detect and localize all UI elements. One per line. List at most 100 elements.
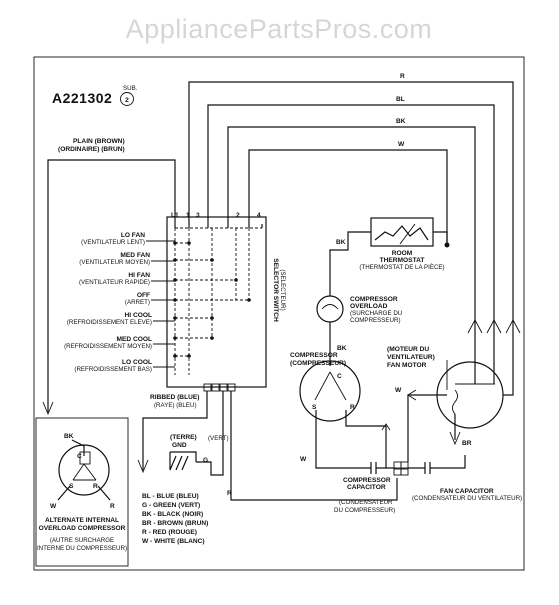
- ground-wire-g-fr: (VERT): [208, 435, 229, 442]
- fan-motor-label: FAN MOTOR: [387, 362, 427, 369]
- thermostat-contact: [374, 225, 429, 241]
- sub-label: SUB.: [123, 85, 138, 92]
- wire-label-bk: BK: [396, 118, 406, 125]
- alt-overload-caption-fr: INTERNE DU COMPRESSEUR): [37, 545, 127, 552]
- compressor-label: COMPRESSOR: [290, 352, 338, 359]
- compressor-terminal-s: S: [312, 404, 317, 411]
- legend-item: BR - BROWN (BRUN): [142, 520, 208, 527]
- wire-bl-top: [207, 104, 495, 325]
- arrow-down-icon: [449, 431, 461, 446]
- wire-label-w: W: [398, 141, 405, 148]
- pos-lo-cool-fr: (REFROIDISSEMENT BAS): [74, 366, 152, 373]
- switch-contacts: [174, 227, 262, 375]
- legend-item: W - WHITE (BLANC): [142, 538, 205, 545]
- wire-ribbed: [142, 391, 208, 470]
- arrow-icon: [381, 423, 391, 431]
- wire-r-bottom: [230, 391, 398, 501]
- part-number: A221302: [52, 90, 112, 106]
- compressor-terminal-r: R: [350, 404, 355, 411]
- arrow-up-icon: [467, 319, 521, 334]
- terminal-label: 1: [186, 212, 190, 219]
- compressor-circle: [299, 360, 361, 422]
- legend-item: BK - BLACK (NOIR): [142, 511, 203, 518]
- ground-symbol: [169, 451, 197, 471]
- legend-item: G - GREEN (VERT): [142, 502, 200, 509]
- selector-switch-label: SELECTOR SWITCH: [272, 258, 279, 322]
- wire-label-r: R: [400, 73, 405, 80]
- fan-motor-leads: [474, 325, 514, 396]
- pos-lo-fan: LO FAN: [121, 232, 145, 239]
- fan-cap-label-fr: (CONDENSATEUR DU VENTILATEUR): [412, 495, 522, 502]
- alt-overload-element: [79, 451, 91, 465]
- compressor-terminal-c: C: [337, 373, 342, 380]
- switch-dots: [173, 241, 251, 358]
- legend-item: R - RED (ROUGE): [142, 529, 197, 536]
- pos-med-cool-fr: (REFROIDISSEMENT MOYEN): [64, 343, 152, 350]
- bk-thermostat-label: BK: [336, 239, 346, 246]
- alt-r-label: R: [110, 503, 115, 510]
- alt-leads: [57, 485, 111, 501]
- pos-hi-fan: HI FAN: [128, 272, 150, 279]
- wire-r-bottom-label: R: [227, 490, 232, 497]
- thermostat-label: THERMOSTAT: [380, 257, 425, 264]
- arrow-down-icon: [137, 459, 149, 474]
- terminal-label: 3: [196, 212, 200, 219]
- overload-element: [321, 304, 339, 310]
- fan-cap-label: FAN CAPACITOR: [440, 488, 494, 495]
- ground-wire-g: G: [203, 457, 208, 464]
- wire-thermostat-w: [433, 231, 448, 245]
- comp-cap-label-fr: (CONDENSATEUR: [339, 499, 393, 506]
- ground-label: GND: [172, 442, 187, 449]
- legend-item: BL - BLUE (BLEU): [142, 493, 199, 500]
- wire-label-bl: BL: [396, 96, 405, 103]
- pos-med-fan: MED FAN: [120, 252, 150, 259]
- fan-motor-windings: [446, 360, 495, 390]
- compressor-w-label: W: [300, 456, 307, 463]
- alt-bk-label: BK: [64, 433, 74, 440]
- br-label: BR: [462, 440, 472, 447]
- capacitor-junction: [393, 461, 409, 476]
- overload-label: COMPRESSOR: [350, 296, 398, 303]
- diagram-border: [33, 56, 525, 571]
- thermostat-terminal: [444, 242, 450, 248]
- pos-off: OFF: [137, 292, 150, 299]
- fan-motor-coil: [452, 389, 458, 415]
- pos-med-fan-fr: (VENTILATEUR MOYEN): [79, 259, 150, 266]
- selector-switch-label-fr: (SELECTEUR): [279, 269, 286, 310]
- wire-color-legend: BL - BLUE (BLEU) G - GREEN (VERT) BK - B…: [142, 493, 208, 545]
- pos-lo-cool: LO COOL: [122, 359, 152, 366]
- wire-ground: [196, 391, 224, 476]
- terminal-label: 4: [257, 212, 261, 219]
- sub-number-circle: [120, 92, 134, 106]
- pos-lo-fan-fr: (VENTILATEUR LENT): [81, 239, 145, 246]
- comp-cap-label: CAPACITOR: [347, 484, 386, 491]
- selector-switch-box: [166, 216, 267, 388]
- alt-overload-box: [35, 417, 129, 567]
- overload-label-fr: COMPRESSEUR): [350, 317, 401, 324]
- overload-label: OVERLOAD: [350, 303, 388, 310]
- alt-compressor-circle: [58, 444, 110, 496]
- plain-wire-label: PLAIN (BROWN): [73, 138, 125, 145]
- pos-hi-cool-fr: (REFROIDISSEMENT ELEVE): [67, 319, 152, 326]
- thermostat-label-fr: (THERMOSTAT DE LA PIÈCE): [359, 264, 444, 271]
- pos-hi-fan-fr: (VENTILATEUR RAPIDE): [79, 279, 150, 286]
- bk-overload-label: BK: [337, 345, 347, 352]
- compressor-capacitor-symbol: [366, 462, 395, 474]
- pos-off-fr: (ARRET): [125, 299, 150, 306]
- fan-capacitor-symbol: [408, 455, 466, 474]
- fan-w-label: W: [395, 387, 402, 394]
- pos-hi-cool: HI COOL: [125, 312, 152, 319]
- wire-r-top: [188, 81, 514, 325]
- alt-overload-caption: ALTERNATE INTERNAL: [45, 517, 119, 524]
- switch-position-labels: LO FAN (VENTILATEUR LENT) MED FAN (VENTI…: [64, 232, 175, 373]
- ribbed-wire-label: RIBBED (BLUE): [150, 394, 199, 401]
- wire-compressor-s: [315, 410, 366, 469]
- thermostat-label: ROOM: [392, 250, 413, 257]
- wire-compressor-r: [345, 410, 387, 468]
- fan-motor-label-fr: VENTILATEUR): [387, 354, 435, 361]
- wire-plain: [47, 159, 176, 412]
- alt-overload-caption-fr: (AUTRE SURCHARGE: [50, 537, 114, 544]
- compressor-windings: [314, 371, 347, 401]
- watermark-text: AppliancePartsPros.com: [126, 14, 433, 44]
- overload-label-fr: (SURCHARGE DU: [350, 310, 402, 317]
